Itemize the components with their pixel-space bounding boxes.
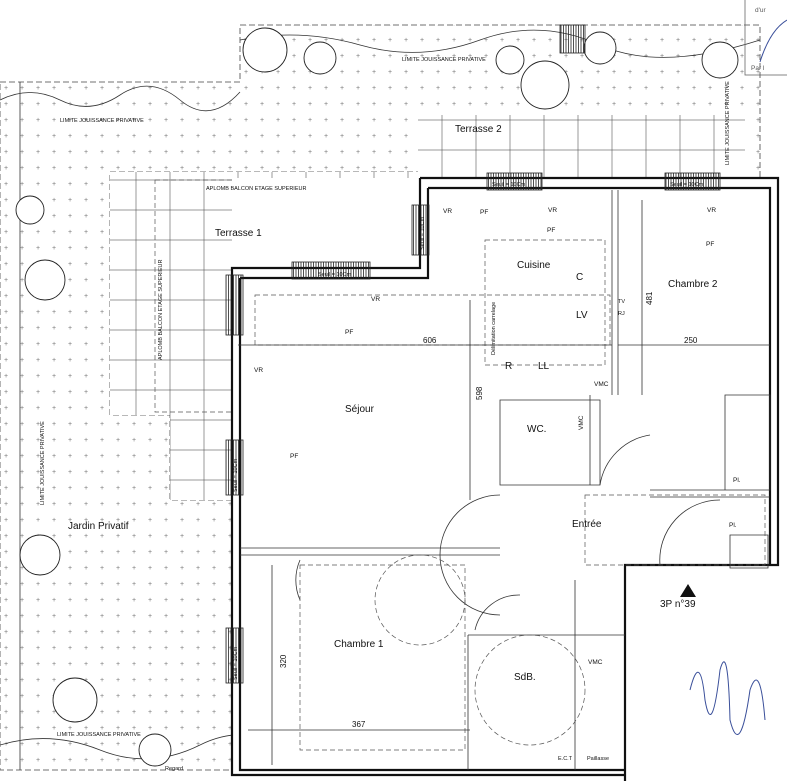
- pf-label-1: PF: [547, 227, 555, 234]
- room-label-sejour: Séjour: [345, 404, 375, 415]
- paillasse-label: Paillasse: [587, 756, 609, 762]
- ect-label: E.C.T: [558, 756, 573, 762]
- unit-marker-triangle: [680, 584, 696, 597]
- window-sills: [225, 172, 721, 684]
- vmc-label-kitchen: VMC: [594, 381, 609, 388]
- limit-label-bottom: LIMITE JOUISSANCE PRIVATIVE: [57, 732, 141, 738]
- room-label-sdb: SdB.: [514, 672, 536, 683]
- approval-stamp: d'ur Par l: [744, 0, 787, 76]
- room-label-terrasse-1: Terrasse 1: [215, 228, 262, 239]
- regard-label: Regard: [165, 766, 183, 772]
- vr-label-3: VR: [371, 296, 380, 303]
- pf-label-5: PF: [480, 209, 488, 216]
- seuil-label-2: Seuil = 10Cm: [670, 182, 704, 188]
- room-label-wc: WC.: [527, 424, 546, 435]
- vmc-label-wc: VMC: [578, 415, 585, 430]
- svg-text:Par l: Par l: [751, 65, 765, 72]
- dim-chambre2-width: 250: [684, 336, 698, 345]
- dim-chambre2-depth: 481: [645, 291, 654, 305]
- room-label-chambre-1: Chambre 1: [334, 639, 384, 650]
- limit-label-top: LIMITE JOUISSANCE PRIVATIVE: [402, 57, 486, 63]
- pl-label-1: Pl.: [733, 477, 741, 484]
- aplomb-label-left: APLOMB BALCON ETAGE SUPERIEUR: [158, 260, 164, 360]
- seuil-label-1: Seuil = 10Cm: [492, 182, 526, 188]
- plants: [15, 24, 739, 767]
- room-label-jardin: Jardin Privatif: [68, 521, 129, 532]
- pf-label-3: PF: [345, 329, 353, 336]
- dimension-lines: [238, 200, 770, 765]
- seuil-label-3: Seuil = 10Cm: [318, 272, 352, 278]
- tv-label: TV: [618, 299, 625, 305]
- dim-sejour-depth: 598: [475, 386, 484, 400]
- room-label-chambre-2: Chambre 2: [668, 279, 718, 290]
- vr-label-4: VR: [443, 208, 452, 215]
- dim-sejour-width: 606: [423, 336, 437, 345]
- ll-label: LL: [538, 361, 550, 372]
- c-label: C: [576, 272, 583, 283]
- lv-label: LV: [576, 310, 588, 321]
- vr-label-2: VR: [707, 207, 716, 214]
- seuil-label-5: Seuil = 10Cm: [233, 458, 239, 492]
- seuil-label-6: Seuil = 10Cm: [233, 646, 239, 680]
- dim-chambre1-width: 367: [352, 720, 366, 729]
- seuil-label-4: Seuil = 10Cm: [420, 216, 426, 250]
- vr-label-1: VR: [548, 207, 557, 214]
- aplomb-label-top: APLOMB BALCON ETAGE SUPERIEUR: [206, 186, 306, 192]
- dim-chambre1-depth: 320: [279, 654, 288, 668]
- delimitation-label: Délimitation carrelage: [491, 302, 497, 355]
- r-label: R: [505, 361, 512, 372]
- pf-label-4: PF: [290, 453, 298, 460]
- limit-label-left: LIMITE JOUISSANCE PRIVATIVE: [40, 421, 46, 505]
- pl-label-2: Pl.: [729, 522, 737, 529]
- limit-label-top-left: LIMITE JOUISSANCE PRIVATIVE: [60, 118, 144, 124]
- pf-label-2: PF: [706, 241, 714, 248]
- rj-label: RJ: [618, 311, 625, 317]
- signature: [689, 661, 766, 735]
- vmc-label-sdb: VMC: [588, 659, 603, 666]
- terrace-2-tiling: [418, 115, 745, 178]
- limit-label-right: LIMITE JOUISSANCE PRIVATIVE: [725, 81, 731, 165]
- room-label-entree: Entrée: [572, 519, 602, 530]
- unit-number: 3P n°39: [660, 599, 696, 610]
- svg-text:d'ur: d'ur: [755, 7, 766, 14]
- vr-label-5: VR: [254, 367, 263, 374]
- room-label-terrasse-2: Terrasse 2: [455, 124, 502, 135]
- room-label-cuisine: Cuisine: [517, 260, 551, 271]
